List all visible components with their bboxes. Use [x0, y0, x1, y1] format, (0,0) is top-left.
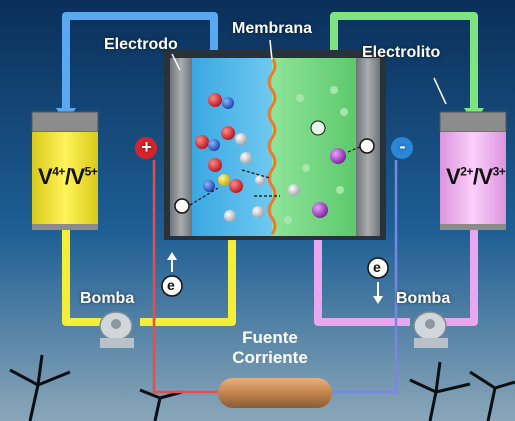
- label-power-source: Fuente Corriente: [200, 328, 340, 368]
- label-power-source-line2: Corriente: [232, 348, 308, 367]
- molecules-right: [284, 86, 348, 224]
- pump-left: [99, 311, 134, 348]
- pump-right: [413, 311, 448, 348]
- right-tank-label: V2+/V3+: [446, 164, 506, 189]
- wire-red-positive: [152, 160, 220, 394]
- pipe-pink-right-down: [444, 228, 478, 326]
- label-power-source-line1: Fuente: [242, 328, 298, 347]
- electron-label-left: e: [167, 277, 175, 293]
- pointer-electrode: [171, 53, 181, 71]
- label-membrane: Membrana: [232, 20, 313, 37]
- membrane: [267, 57, 277, 235]
- pointer-membrane: [269, 39, 273, 61]
- wind-turbines-silhouette: [9, 354, 515, 421]
- electron-badges: [161, 138, 389, 297]
- left-tank-label: V4+/V5+: [38, 164, 98, 189]
- wire-blue-negative: [330, 160, 398, 394]
- electrode-left: [170, 58, 192, 236]
- right-tank: [439, 111, 507, 230]
- power-source-resistor: [218, 378, 332, 408]
- label-pump-left: Bomba: [80, 290, 135, 307]
- electron-label-right: e: [373, 259, 381, 275]
- electron-arrow-up-head: [167, 252, 177, 260]
- label-electrode: Electrodo: [104, 36, 178, 53]
- reaction-arrows-left: [189, 169, 280, 206]
- left-tank: [31, 111, 99, 230]
- pipe-yellow-left-down: [62, 228, 106, 326]
- pipe-yellow-to-cell: [140, 230, 236, 326]
- pipe-pink-to-cell: [314, 230, 410, 326]
- pipe-green-top-right: [330, 12, 478, 112]
- minus-badge: [391, 137, 413, 159]
- plus-sign: +: [141, 137, 152, 157]
- plus-badge: [135, 137, 157, 159]
- pipe-blue-top-left: [62, 12, 218, 112]
- label-electrolyte: Electrolito: [362, 44, 441, 61]
- label-pump-right: Bomba: [396, 290, 451, 307]
- electron-arrow-down-head: [373, 296, 383, 304]
- pointer-electrolyte: [433, 77, 447, 105]
- molecules-left: [195, 93, 265, 222]
- minus-sign: -: [399, 136, 406, 156]
